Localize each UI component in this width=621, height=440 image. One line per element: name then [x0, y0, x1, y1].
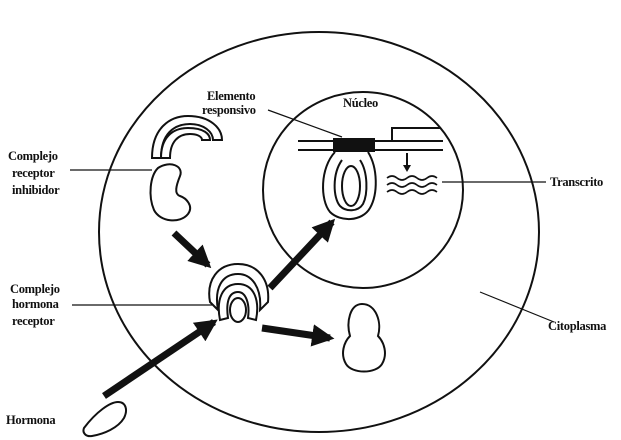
- arrow-complex-to-free-receptor: [262, 328, 330, 338]
- transcription-start-mark: [392, 128, 441, 140]
- arrow-complex-to-nucleus: [270, 222, 332, 288]
- label-elemento-1: Elemento: [207, 89, 255, 103]
- arrow-hormone-to-complex: [104, 322, 214, 396]
- arrow-inhibitor-to-complex: [174, 233, 208, 265]
- label-nucleo: Núcleo: [343, 96, 378, 110]
- dna-bound-receptor: [323, 152, 376, 219]
- label-complejo-inhibidor-2: receptor: [12, 166, 55, 180]
- hormone-receptor-complex: [209, 264, 268, 322]
- hormone-molecule: [83, 402, 126, 436]
- label-hormona: Hormona: [6, 413, 56, 427]
- leader-elemento: [268, 110, 342, 137]
- transcript-waves: [387, 176, 437, 194]
- label-complejo-hormona-1: Complejo: [10, 282, 60, 296]
- free-receptor: [343, 304, 385, 372]
- label-complejo-inhibidor-1: Complejo: [8, 149, 58, 163]
- responsive-element-block: [333, 138, 375, 152]
- label-citoplasma: Citoplasma: [548, 319, 607, 333]
- label-complejo-inhibidor-3: inhibidor: [12, 183, 60, 197]
- transcription-arrow: [403, 153, 411, 172]
- label-complejo-hormona-2: hormona: [12, 297, 60, 311]
- label-transcrito: Transcrito: [550, 175, 603, 189]
- inhibitor-receptor-complex: [151, 116, 222, 220]
- label-complejo-hormona-3: receptor: [12, 314, 55, 328]
- label-elemento-2: responsivo: [202, 103, 256, 117]
